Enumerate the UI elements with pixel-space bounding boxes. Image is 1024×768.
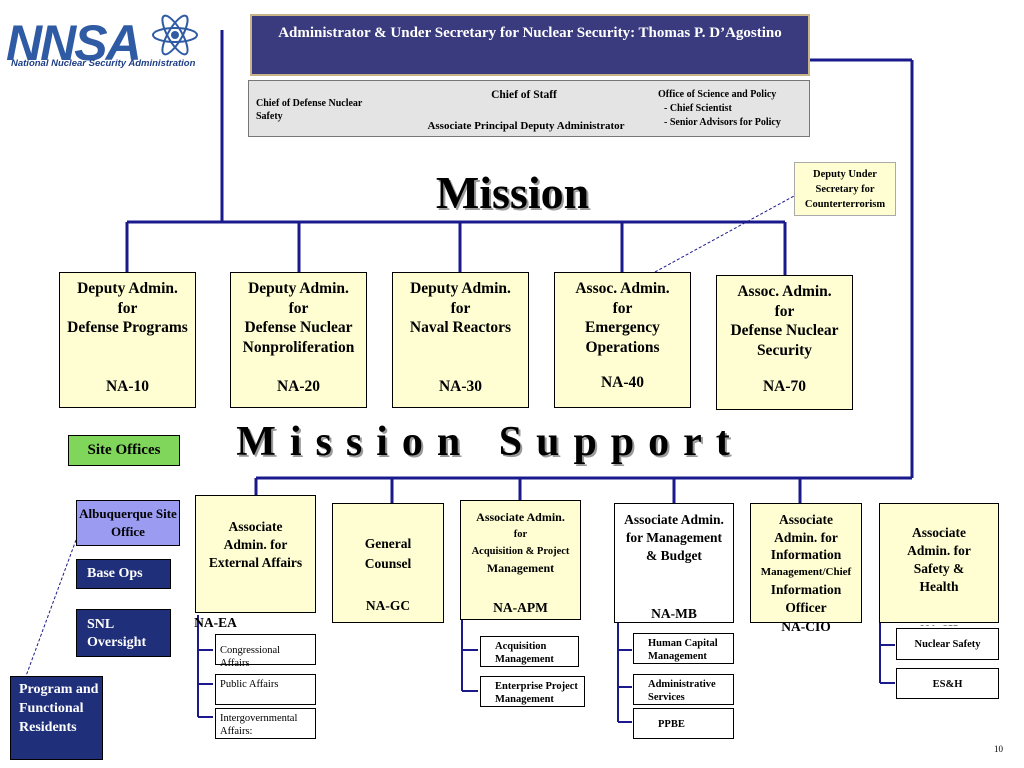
office-code: NA-70 [762,378,807,395]
office-line: Management/Chief [760,565,852,578]
support-office-code: NA-GC [365,598,411,613]
administrator-box: Administrator & Under Secretary for Nucl… [250,14,810,76]
support-office-management-budget: Associate Admin. for Management & Budget… [614,503,734,623]
snl-oversight-box: SNL Oversight [76,609,171,657]
office-code: NA-30 [438,378,483,395]
office-line: Defense Nuclear [730,322,839,339]
site-offices-box: Site Offices [68,435,180,466]
sub-unit-public-affairs: Public Affairs [215,674,316,705]
atom-icon [150,12,200,63]
mission-support-heading: Mission Support [236,419,744,465]
administrator-title: Administrator & Under Secretary for Nucl… [278,25,782,41]
mission-office-na70: Assoc. Admin. for Defense Nuclear Securi… [716,275,853,410]
office-line: for [774,302,795,320]
office-line: Deputy Admin. [410,280,511,297]
office-line: Naval Reactors [409,319,512,336]
support-office-code: NA-MB [651,606,697,621]
office-code: NA-10 [105,378,150,395]
office-line: for [513,529,528,540]
science-policy-title: Office of Science and Policy [658,89,777,100]
office-line: Defense Nuclear [244,319,353,336]
chief-of-staff: Chief of Staff [491,89,557,101]
chief-scientist: - Chief Scientist [664,103,732,114]
mission-office-na40: Assoc. Admin. for Emergency Operations N… [554,272,691,408]
sub-unit-acquisition-management: Acquisition Management [480,636,579,667]
office-line: Management [486,561,555,575]
albuquerque-label: Albuquerque Site Office [79,506,177,539]
sub-unit-human-capital-management: Human Capital Management [633,633,734,664]
office-code: NA-20 [276,378,321,395]
office-line: Information [770,547,842,562]
office-line: for [450,299,471,317]
program-residents-label: Program and Functional Residents [19,682,99,735]
office-line: Officer [785,599,827,615]
support-office-acquisition: Associate Admin. for Acquisition & Proje… [460,500,581,620]
office-line: for [117,299,138,317]
support-office-code: NA-CIO [781,619,831,634]
staff-offices-box: Chief of Defense Nuclear Safety Chief of… [248,80,810,137]
mission-office-na30: Deputy Admin. for Naval Reactors NA-30 [392,272,529,408]
counterterrorism-box: Deputy Under Secretary for Counterterror… [794,162,896,216]
chief-defense-nuclear-safety: Chief of Defense Nuclear Safety [256,98,363,122]
office-line: Associate Admin. [476,510,565,524]
office-line: for [612,299,633,317]
office-line: Security [756,341,813,359]
site-offices-label: Site Offices [87,442,161,458]
sub-unit-intergovernmental-affairs: Intergovernmental Affairs: [215,708,316,739]
base-ops-label: Base Ops [87,566,143,581]
support-office-code: NA-APM [493,600,548,615]
office-line: Information [770,582,842,597]
albuquerque-site-office: Albuquerque Site Office [76,500,180,546]
support-office-code: NA-SH [880,620,998,626]
support-office-general-counsel: General Counsel NA-GC [332,503,444,623]
snl-oversight-label: SNL Oversight [87,617,147,650]
mission-heading: Mission [435,167,590,218]
senior-advisors: - Senior Advisors for Policy [664,117,781,128]
office-line: Assoc. Admin. [575,280,670,297]
base-ops-box: Base Ops [76,559,171,589]
support-office-title: Associate Admin. for External Affairs [208,519,303,570]
page-number: 10 [994,744,1003,754]
support-office-cio: Associate Admin. for Information Managem… [750,503,862,634]
office-line: Deputy Admin. [77,280,178,297]
office-line: Acquisition & Project [471,546,570,557]
office-line: Admin. for [774,529,838,545]
support-office-code: NA-EA [194,615,237,630]
sub-unit-nuclear-safety: Nuclear Safety [896,628,999,660]
office-line: Operations [585,338,660,356]
office-line: Defense Programs [67,319,188,336]
support-office-external-affairs: Associate Admin. for External Affairs NA… [194,495,316,630]
office-line: Emergency [585,319,660,336]
sub-unit-administrative-services: Administrative Services [633,674,734,705]
sub-unit-esh: ES&H [896,668,999,699]
office-line: for [288,299,309,317]
counterterrorism-title: Deputy Under Secretary for Counterterror… [804,169,886,210]
office-code: NA-40 [600,374,645,391]
science-policy-office: Office of Science and Policy - Chief Sci… [658,88,808,130]
support-office-title: Associate Admin. for Safety & Health [907,525,971,594]
support-office-safety-health: Associate Admin. for Safety & Health NA-… [879,503,999,626]
mission-office-na20: Deputy Admin. for Defense Nuclear Nonpro… [230,272,367,408]
nnsa-logo: NNSA National Nuclear Security Administr… [0,0,210,80]
office-line: Deputy Admin. [248,280,349,297]
office-line: Assoc. Admin. [737,283,832,300]
mission-office-na10: Deputy Admin. for Defense Programs NA-10 [59,272,196,408]
associate-principal-deputy-administrator: Associate Principal Deputy Administrator [427,120,625,132]
office-line: Associate [779,512,833,527]
nnsa-logo-letters: NNSA [6,15,142,71]
sub-unit-congressional-affairs: Congressional Affairs [215,634,316,669]
program-functional-residents-box: Program and Functional Residents [10,676,103,760]
sub-unit-enterprise-project-management: Enterprise Project Management [480,676,585,707]
sub-unit-ppbe: PPBE [633,708,734,739]
support-office-title: General Counsel [364,536,412,571]
office-line: Nonproliferation [242,338,355,356]
support-office-title: Associate Admin. for Management & Budget [624,512,724,563]
nnsa-logo-subtitle: National Nuclear Security Administration [11,58,196,69]
